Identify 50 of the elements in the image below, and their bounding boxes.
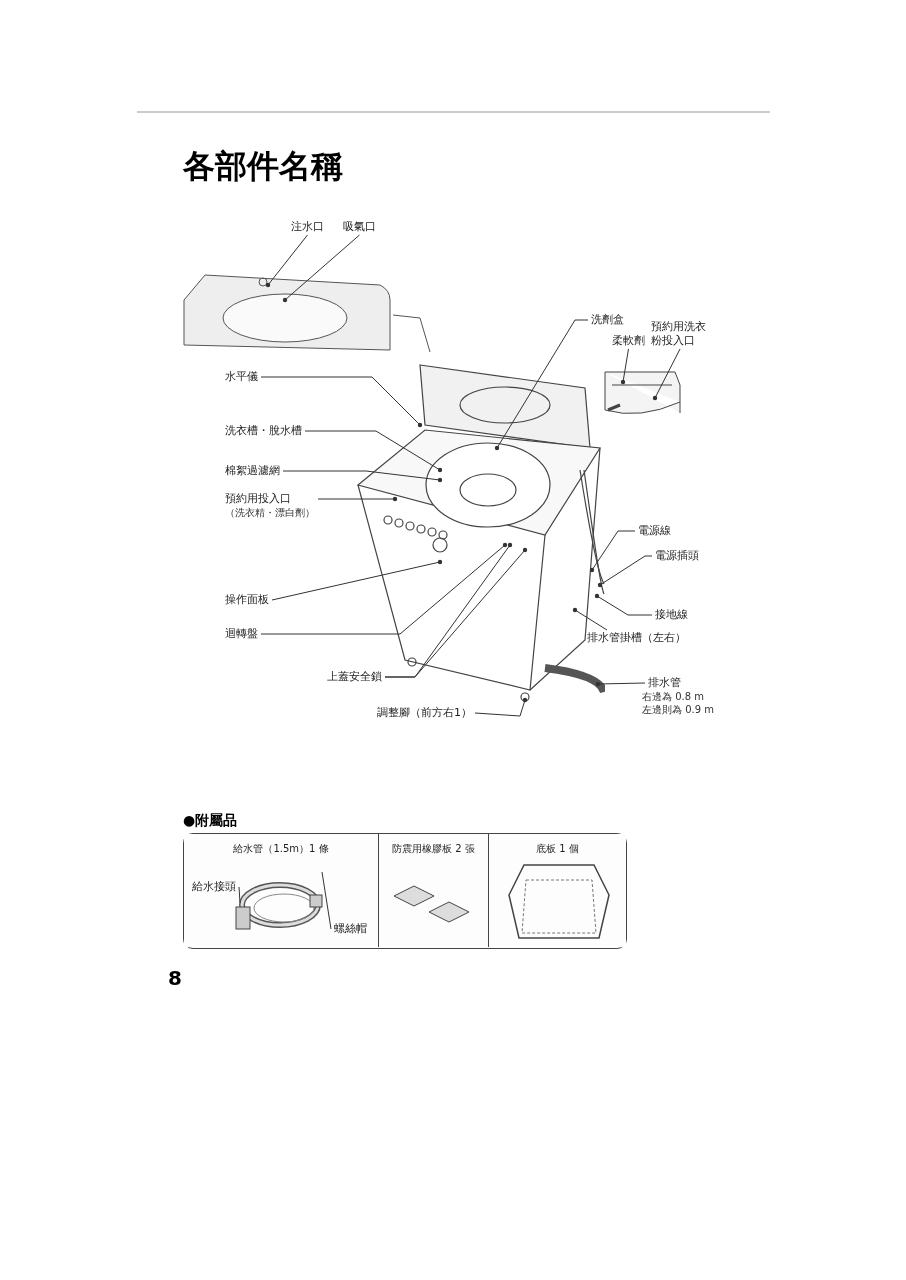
page-number: 8 (168, 966, 182, 990)
leader-line (260, 542, 508, 635)
leader-line (652, 348, 681, 401)
page-title: 各部件名稱 (183, 146, 343, 187)
part-label: 上蓋安全鎖 (327, 670, 382, 684)
length-note: 左邊則為 0.9 m (642, 703, 714, 716)
panel-heading: 給水管（1.5m）1 條 (232, 842, 330, 856)
section-heading: ●附屬品 (183, 812, 238, 830)
leader-line (597, 555, 653, 588)
leader-line (572, 607, 608, 631)
leader-line (238, 886, 241, 904)
leader-line (282, 234, 360, 303)
part-label: 排水管掛槽（左右） (587, 631, 686, 645)
length-note: 右邊為 0.8 m (642, 690, 705, 703)
part-label: 棉絮過濾網 (225, 464, 280, 478)
part-label: 電源插頭 (655, 549, 699, 563)
part-label: 給水接頭 (192, 880, 236, 894)
leader-line (494, 319, 589, 451)
part-label: 接地線 (655, 608, 688, 622)
part-label: 調整腳（前方右1） (377, 706, 472, 720)
leader-line (282, 470, 443, 483)
leader-line (594, 593, 653, 616)
accessory-panel (488, 834, 626, 947)
panel-heading: 防震用橡膠板 2 張 (391, 842, 476, 856)
part-label: 電源線 (638, 524, 671, 538)
part-label: 水平儀 (225, 370, 258, 384)
part-label: 排水管 (648, 676, 682, 690)
leader-line (595, 681, 646, 687)
accessories-box (183, 833, 627, 949)
leader-line (317, 496, 398, 502)
leader-line (260, 376, 423, 428)
part-label: 預約用洗衣粉投入口 (651, 320, 707, 348)
part-label: 洗劑盒 (591, 313, 624, 327)
leader-line (265, 234, 308, 288)
part-label: 迴轉盤 (225, 627, 258, 641)
part-label: 螺絲帽 (334, 922, 367, 936)
leader-line (474, 697, 528, 717)
part-label: 操作面板 (225, 593, 269, 607)
leader-line (321, 871, 332, 930)
part-label: 柔軟劑 (612, 334, 645, 348)
leader-line (271, 559, 443, 601)
part-label: 注水口 (291, 220, 324, 234)
part-label: 吸氣口 (343, 220, 376, 234)
part-label: 洗衣槽・脫水槽 (225, 424, 302, 438)
leader-line (620, 348, 629, 385)
leader-line (589, 530, 636, 573)
part-note: （洗衣精・漂白劑） (225, 506, 315, 519)
part-label: 預約用投入口 (225, 492, 292, 506)
leader-line (304, 430, 443, 473)
panel-heading: 底板 1 個 (535, 842, 580, 856)
